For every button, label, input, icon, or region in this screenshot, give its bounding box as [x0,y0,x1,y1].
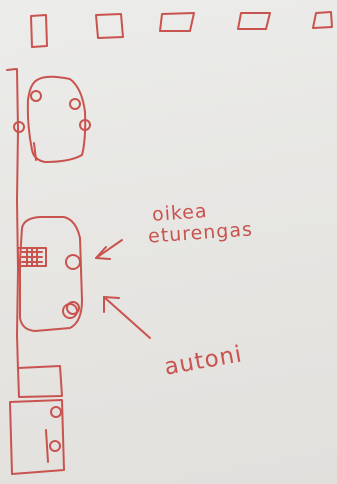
curb-line [6,68,19,371]
front-tire-arrow [95,239,123,260]
upper-car-body [26,75,87,163]
top-car-2 [95,13,124,39]
top-parked-cars [30,11,333,48]
upper-car-wheel [30,90,42,102]
bottom-car [9,365,65,475]
my-car-tire-tread-icon [21,248,43,266]
top-car-3 [159,12,195,32]
bottom-car-body [9,399,65,475]
bottom-car-wheel [49,440,61,452]
upper-car [13,75,91,163]
upper-car-detail [33,142,37,161]
upper-car-wheel [13,121,25,133]
my-car [17,216,83,332]
top-car-1 [30,14,48,48]
upper-car-wheel [69,98,81,110]
rear-right-tire [66,301,80,315]
upper-car-wheel [79,119,91,131]
bottom-car-detail [45,429,49,463]
my-car-body [19,216,83,332]
bottom-car-roof [17,365,63,398]
bottom-car-wheel [50,406,62,418]
top-car-5 [312,11,333,29]
rear-right-tire [62,303,78,319]
front-right-tire [65,254,81,270]
top-car-4 [237,12,271,30]
my-car-arrow [103,296,151,339]
